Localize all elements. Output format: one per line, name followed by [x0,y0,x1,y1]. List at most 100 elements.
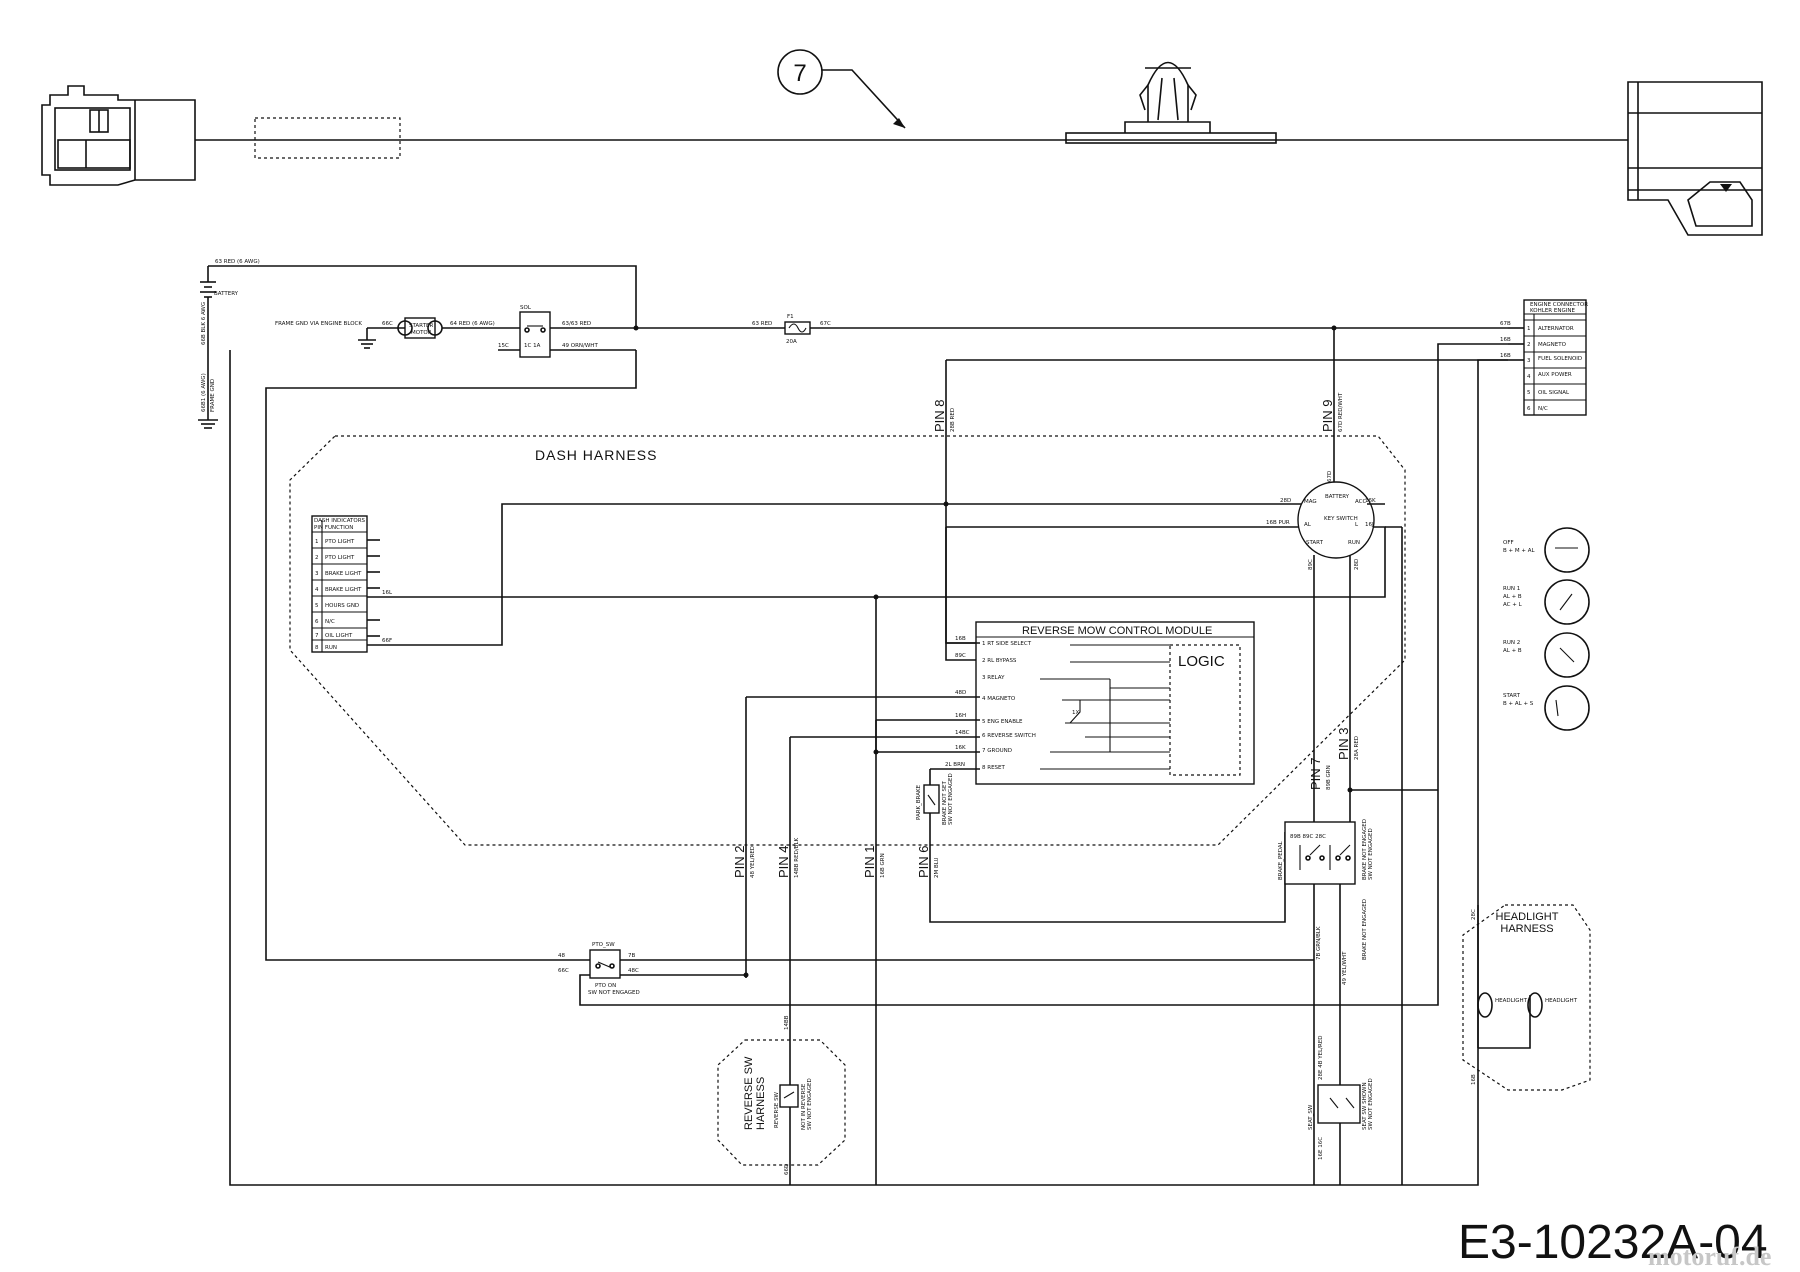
svg-text:MAGNETO: MAGNETO [1538,342,1567,348]
schematic: BATTERY 63 RED (6 AWG) 66B BLK 6 AWG 66B… [198,259,1591,1186]
svg-text:63 RED: 63 RED [752,321,772,327]
svg-text:N/C: N/C [325,619,335,625]
svg-text:BRAKE NOT ENGAGED: BRAKE NOT ENGAGED [1362,819,1368,880]
svg-text:1: 1 [1527,326,1531,332]
module-title: REVERSE MOW CONTROL MODULE [1022,625,1212,637]
svg-text:BATTERY: BATTERY [214,291,239,297]
svg-text:66D: 66D [784,1164,790,1175]
battery-symbol: BATTERY 63 RED (6 AWG) 66B BLK 6 AWG [200,259,260,352]
starter-motor [404,317,436,339]
svg-text:20A: 20A [786,339,797,345]
svg-text:PTO_SW: PTO_SW [592,942,615,948]
svg-text:8: 8 [315,645,319,651]
svg-text:1C 1A: 1C 1A [524,343,541,349]
callout-circle [777,49,823,95]
svg-text:7B GRN/BLK: 7B GRN/BLK [1316,926,1322,960]
brake-pedal-switch: BRAKE_PEDAL 89B 89C 28C BRAKE NOT ENGAGE… [1278,819,1374,960]
svg-text:PTO LIGHT: PTO LIGHT [325,555,355,561]
svg-text:2M BLU: 2M BLU [934,857,940,878]
svg-text:15C: 15C [498,343,509,349]
svg-text:67C: 67C [820,321,831,327]
svg-text:HEADLIGHT: HEADLIGHT [1545,998,1578,1004]
key-switch: BATTERY MAG ACC KEY SWITCH AL L START RU… [1297,481,1385,559]
svg-text:1X: 1X [1072,710,1079,716]
svg-text:AL: AL [1304,522,1312,528]
diagram-id: E3-10232A-04 [1458,1216,1768,1269]
svg-text:3: 3 [1527,358,1531,364]
svg-text:ALTERNATOR: ALTERNATOR [1538,326,1574,332]
svg-text:28B RED: 28B RED [950,408,956,432]
svg-text:FRAME GND VIA ENGINE BLOCK: FRAME GND VIA ENGINE BLOCK [275,321,362,327]
svg-text:28A RED: 28A RED [1354,736,1360,760]
svg-text:BRAKE LIGHT: BRAKE LIGHT [325,587,362,593]
svg-text:63 RED (6 AWG): 63 RED (6 AWG) [215,259,260,265]
pin-2-label: PIN 2 [732,845,747,878]
svg-text:64 RED (6 AWG): 64 RED (6 AWG) [450,321,495,327]
svg-text:START: START [1503,693,1521,699]
harness-clip [1065,61,1277,144]
svg-text:PTO LIGHT: PTO LIGHT [325,539,355,545]
svg-text:5: 5 [1527,390,1531,396]
svg-text:ACC: ACC [1355,499,1367,505]
svg-text:6: 6 [315,619,319,625]
svg-text:5 ENG ENABLE: 5 ENG ENABLE [982,719,1023,725]
svg-text:BRAKE LIGHT: BRAKE LIGHT [325,571,362,577]
svg-text:RUN 1: RUN 1 [1503,586,1520,592]
svg-text:BRAKE_PEDAL: BRAKE_PEDAL [1278,840,1284,880]
svg-text:16B PUR: 16B PUR [1266,520,1290,526]
pin-3-label: PIN 3 [1336,727,1351,760]
svg-text:66B1 (6 AWG): 66B1 (6 AWG) [201,373,207,412]
svg-text:SEAT_SW: SEAT_SW [1308,1104,1314,1130]
dash-harness-outline [289,435,1406,846]
svg-text:KEY SWITCH: KEY SWITCH [1324,516,1358,522]
svg-text:KOHLER ENGINE: KOHLER ENGINE [1530,308,1575,314]
svg-text:2 RL BYPASS: 2 RL BYPASS [982,658,1017,664]
svg-text:63/63 RED: 63/63 RED [562,321,591,327]
svg-text:BRAKE NOT SET: BRAKE NOT SET [942,781,948,825]
reverse-sw-harness: REVERSE SW HARNESS REVERSE SW NOT IN REV… [717,1039,846,1166]
svg-text:AC + L: AC + L [1503,602,1523,608]
svg-text:L: L [1355,522,1359,528]
svg-text:HEADLIGHT: HEADLIGHT [1495,998,1528,1004]
svg-text:28C: 28C [1471,909,1477,920]
pin-8-label: PIN 8 [932,399,947,432]
callout-number: 7 [793,60,806,87]
svg-text:7B: 7B [628,953,635,959]
svg-text:16L: 16L [382,590,393,596]
svg-text:67D: 67D [1327,471,1333,482]
harness-part-drawing: 7 [41,49,1763,236]
seat-switch: SEAT_SW SEAT SW SHOWN SW NOT ENGAGED 16E… [1308,1035,1374,1160]
svg-text:4 MAGNETO: 4 MAGNETO [982,696,1016,702]
svg-text:4: 4 [1527,374,1531,380]
svg-text:ENGINE CONNECTOR: ENGINE CONNECTOR [1530,302,1588,308]
svg-text:OIL LIGHT: OIL LIGHT [325,633,353,639]
svg-text:REVERSE SW: REVERSE SW [774,1091,780,1128]
svg-text:B + AL + S: B + AL + S [1503,701,1534,707]
svg-text:PTO ON: PTO ON [595,983,616,989]
svg-text:16B: 16B [1500,353,1511,359]
pin-9-label: PIN 9 [1320,399,1335,432]
svg-text:1: 1 [315,539,319,545]
svg-text:66C: 66C [558,968,569,974]
dash-harness-label: DASH HARNESS [535,447,657,463]
svg-text:28D: 28D [1280,498,1291,504]
svg-text:STARTER: STARTER [409,323,433,329]
svg-text:RUN 2: RUN 2 [1503,640,1520,646]
svg-text:DASH INDICATORS: DASH INDICATORS [314,518,366,524]
svg-text:16B: 16B [1471,1074,1477,1085]
svg-text:SW NOT ENGAGED: SW NOT ENGAGED [1368,828,1374,880]
svg-text:OFF: OFF [1503,540,1514,546]
svg-text:16J: 16J [1365,522,1374,528]
svg-text:48D: 48D [955,690,966,696]
svg-text:FUEL SOLENOID: FUEL SOLENOID [1538,356,1582,362]
pin-1-label: PIN 1 [862,845,877,878]
svg-text:66B BLK 6 AWG: 66B BLK 6 AWG [201,302,207,345]
svg-text:16H: 16H [955,713,966,719]
svg-text:SW NOT ENGAGED: SW NOT ENGAGED [948,773,954,825]
svg-text:89C: 89C [955,653,966,659]
svg-text:SW NOT ENGAGED: SW NOT ENGAGED [1368,1078,1374,1130]
svg-text:2: 2 [315,555,319,561]
pin-6-label: PIN 6 [916,845,931,878]
svg-text:AUX POWER: AUX POWER [1538,372,1572,378]
